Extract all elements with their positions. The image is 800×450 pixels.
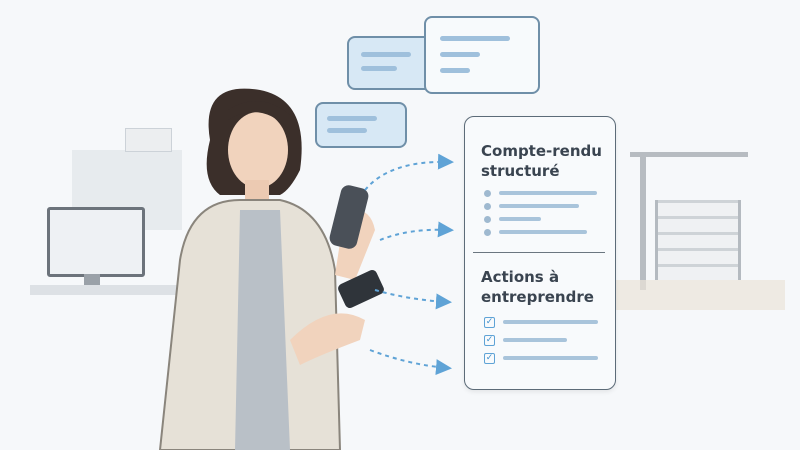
- monitor: [47, 207, 145, 277]
- speech-bubble-small: [315, 102, 407, 148]
- arrow-2: [379, 221, 454, 241]
- checkbox-icon: ✓: [484, 353, 495, 364]
- checkbox-icon: ✓: [484, 335, 495, 346]
- summary-line: [499, 191, 597, 195]
- office-boxes: [125, 128, 172, 152]
- action-line: [503, 320, 598, 324]
- speech-bubble-middle: [347, 36, 435, 90]
- summary-line: [499, 217, 541, 221]
- flow-arrows: [364, 153, 454, 376]
- checkbox-icon: ✓: [484, 317, 495, 328]
- action-line: [503, 356, 598, 360]
- divider: [473, 252, 605, 253]
- summary-line: [499, 204, 579, 208]
- face: [228, 112, 288, 188]
- action-line: [503, 338, 567, 342]
- summary-line: [499, 230, 587, 234]
- shirt: [235, 210, 290, 450]
- woman-illustration: [158, 88, 375, 450]
- crane-mast: [640, 155, 646, 290]
- building-frame: [655, 200, 741, 280]
- arrow-1: [364, 153, 454, 191]
- arrow-3: [374, 289, 452, 310]
- speech-bubble-large: [424, 16, 540, 94]
- desk: [30, 285, 180, 295]
- ground: [615, 280, 785, 310]
- crane-jib: [630, 152, 748, 157]
- arrow-4: [369, 349, 452, 376]
- hand-lower: [290, 313, 365, 365]
- monitor-stand: [84, 274, 100, 288]
